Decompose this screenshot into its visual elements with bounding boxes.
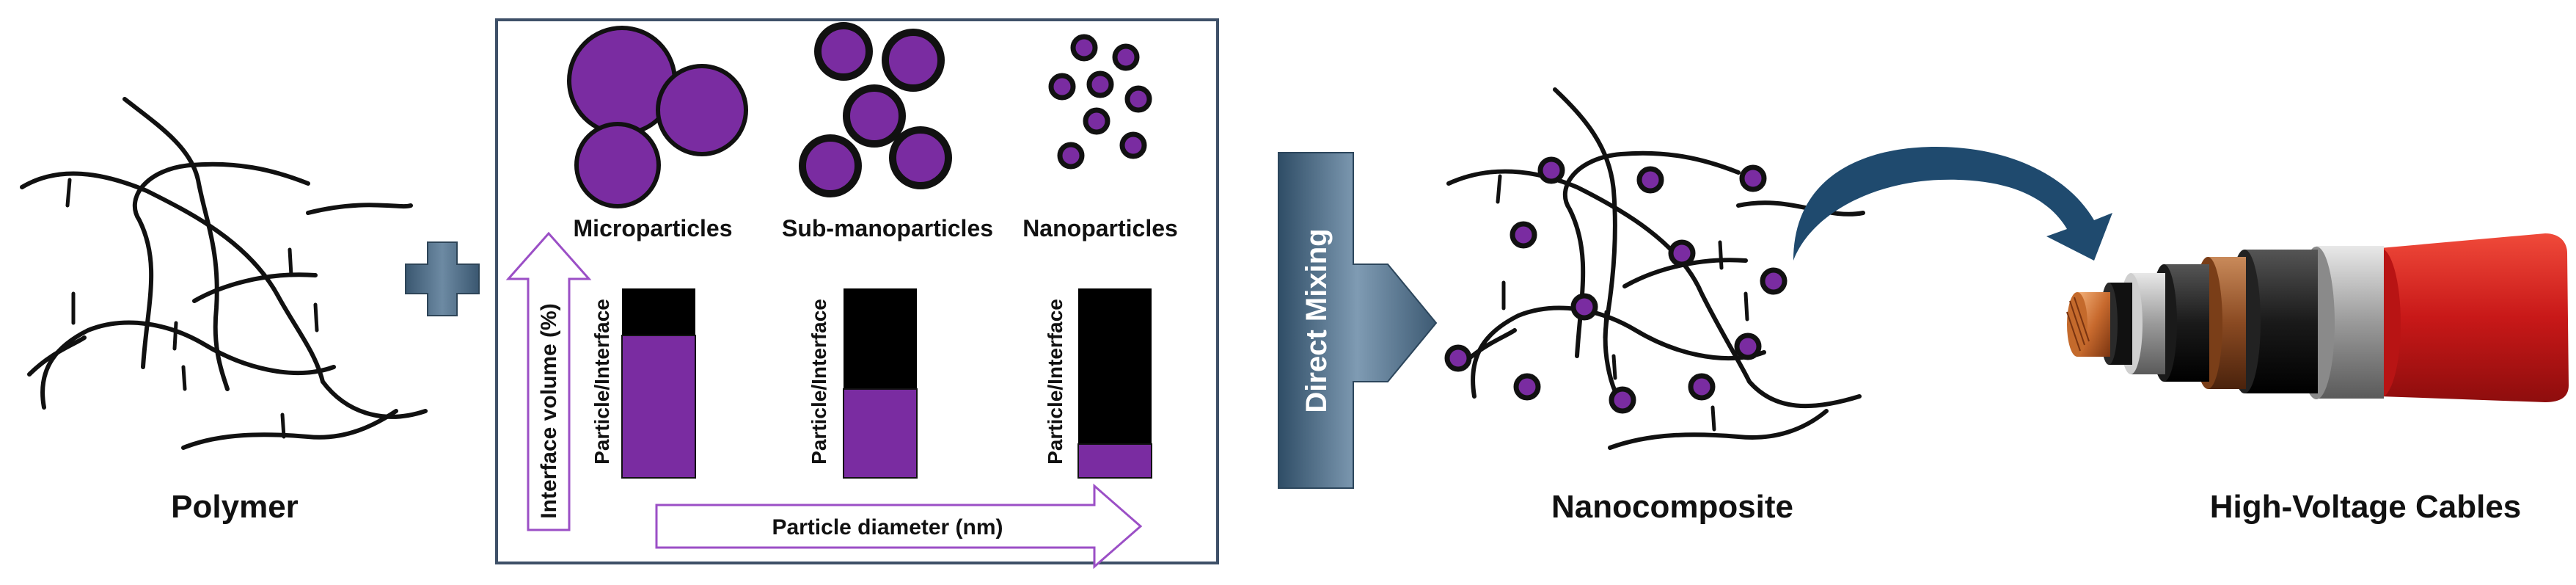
nanoparticle xyxy=(1570,293,1598,321)
cables-label: High-Voltage Cables xyxy=(2210,489,2522,525)
nanoparticle xyxy=(1734,333,1762,360)
curved-arrow-icon xyxy=(1793,147,2112,261)
interface-segment-micro xyxy=(622,288,695,335)
nanoparticle xyxy=(1083,107,1110,135)
sub-microparticles-label: Sub-manoparticles xyxy=(782,215,993,241)
particle-segment-sub xyxy=(843,388,918,479)
high-voltage-cable-icon xyxy=(2066,233,2569,402)
nanoparticle xyxy=(1119,131,1147,159)
microparticles-label: Microparticles xyxy=(574,215,733,241)
particle-segment-micro xyxy=(621,335,696,479)
nanocomposite-label: Nanocomposite xyxy=(1551,489,1793,525)
microparticle-group xyxy=(567,26,748,208)
sub-microparticle-group xyxy=(799,22,952,197)
sub-microparticle xyxy=(799,134,862,197)
microparticle xyxy=(574,122,661,208)
particle-diameter-arrow: Particle diameter (nm) xyxy=(655,483,1143,570)
nanoparticle xyxy=(1688,373,1716,401)
nanoparticle xyxy=(1510,221,1537,249)
nanoparticle xyxy=(1070,34,1098,62)
sub-microparticle xyxy=(814,22,873,81)
polymer-branches xyxy=(65,178,319,439)
nanoparticle xyxy=(1668,239,1696,267)
nanoparticle-group xyxy=(1048,34,1152,170)
plus-icon xyxy=(405,241,480,316)
nanoparticle xyxy=(1760,267,1788,295)
nanocomposite-branches xyxy=(1496,174,1749,432)
nanoparticle xyxy=(1444,344,1472,372)
nanoparticle xyxy=(1739,164,1767,192)
nanoparticle xyxy=(1048,73,1076,101)
interface-segment-nano xyxy=(1078,288,1152,444)
nanoparticles-label: Nanoparticles xyxy=(1022,215,1178,241)
nanoparticle xyxy=(1609,386,1636,414)
interface-bars xyxy=(621,288,1152,479)
nanoparticle xyxy=(1086,70,1114,98)
embedded-nanoparticles xyxy=(1444,156,1788,414)
nanoparticle xyxy=(1537,156,1565,184)
bar-label-micro: Particle/Interface xyxy=(590,299,613,465)
interface-volume-arrow: Interface volume (%) xyxy=(505,231,592,531)
interface-volume-label: Interface volume (%) xyxy=(537,303,561,518)
nanocomposite-chains xyxy=(1446,87,1865,450)
sub-microparticle xyxy=(882,29,945,92)
polymer-label: Polymer xyxy=(171,489,299,525)
nanoparticle xyxy=(1124,85,1152,113)
nanoparticle xyxy=(1513,373,1541,401)
polymer-chains xyxy=(20,97,428,450)
nanoparticle xyxy=(1636,166,1664,194)
direct-mixing-label: Direct Mixing xyxy=(1300,228,1333,413)
bar-label-nano: Particle/Interface xyxy=(1044,299,1066,465)
bar-label-sub: Particle/Interface xyxy=(808,299,830,465)
sub-microparticle xyxy=(889,126,952,189)
particle-diameter-label: Particle diameter (nm) xyxy=(772,515,1003,539)
nanoparticle xyxy=(1112,43,1140,71)
interface-segment-sub xyxy=(844,288,917,389)
microparticle xyxy=(656,64,748,156)
nanoparticle xyxy=(1057,142,1085,170)
sub-microparticle xyxy=(843,84,906,148)
particle-segment-nano xyxy=(1077,443,1152,479)
direct-mixing-arrow-icon: Direct Mixing xyxy=(1278,152,1438,489)
